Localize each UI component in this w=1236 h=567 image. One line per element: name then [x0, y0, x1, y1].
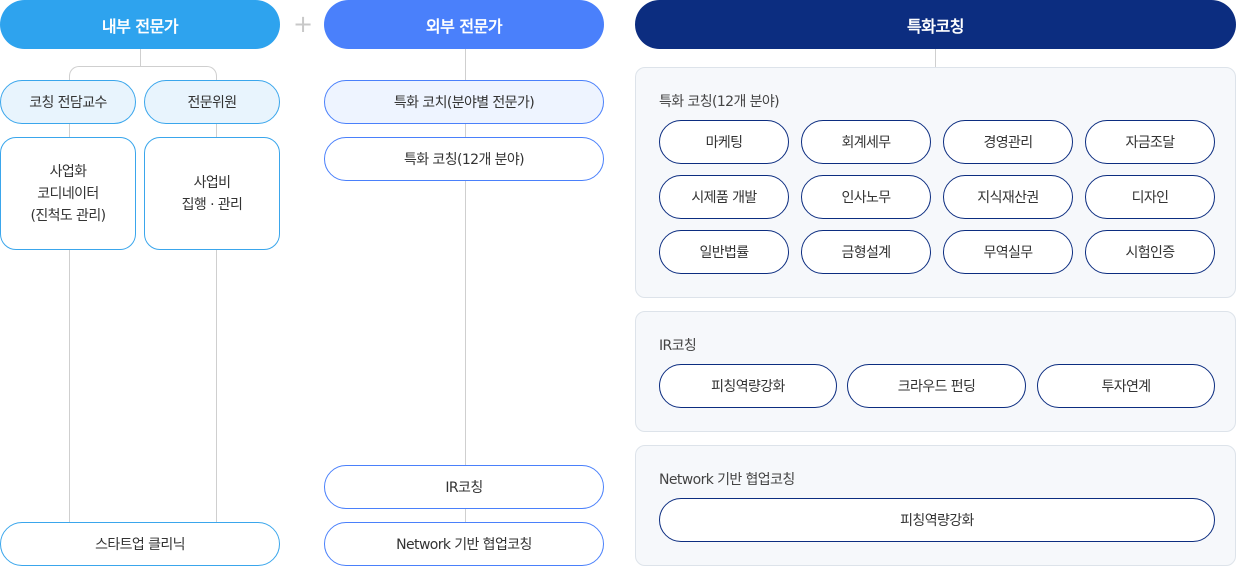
startup-clinic: 스타트업 클리닉 [0, 522, 280, 566]
plus-icon: + [293, 10, 314, 38]
field-pill: 피칭역량강화 [659, 498, 1215, 542]
detail-line: 코디네이터 [37, 185, 99, 202]
field-pill: 지식재산권 [943, 175, 1073, 219]
panel-title: IR코칭 [659, 338, 697, 354]
network-coaching: Network 기반 협업코칭 [324, 522, 604, 566]
field-pill: 금형설계 [801, 230, 931, 274]
role-committee-member: 전문위원 [144, 80, 280, 124]
panel-title: Network 기반 협업코칭 [659, 472, 795, 488]
special-coaching: 특화 코칭(12개 분야) [324, 137, 604, 181]
connector-line [935, 49, 936, 67]
field-pill: 피칭역량강화 [659, 364, 837, 408]
detail-line: 사업비 [193, 174, 231, 191]
special-coaching-header: 특화코칭 [635, 0, 1236, 49]
field-pill: 투자연계 [1037, 364, 1215, 408]
ir-coaching: IR코칭 [324, 465, 604, 509]
field-pill: 시제품 개발 [659, 175, 789, 219]
detail-line: (진척도 관리) [30, 207, 107, 224]
connector-line [216, 124, 217, 522]
field-pill: 일반법률 [659, 230, 789, 274]
field-pill: 인사노무 [801, 175, 931, 219]
field-pill: 마케팅 [659, 120, 789, 164]
field-pill: 시험인증 [1085, 230, 1215, 274]
internal-expert-header: 내부 전문가 [0, 0, 280, 49]
field-pill: 회계세무 [801, 120, 931, 164]
field-pill: 경영관리 [943, 120, 1073, 164]
connector-bracket [69, 66, 217, 82]
connector-line [140, 49, 141, 67]
panel-title: 특화 코칭(12개 분야) [659, 94, 780, 110]
special-coach: 특화 코치(분야별 전문가) [324, 80, 604, 124]
role-coaching-professor: 코칭 전담교수 [0, 80, 136, 124]
field-pill: 자금조달 [1085, 120, 1215, 164]
field-pill: 크라우드 펀딩 [847, 364, 1026, 408]
connector-line [465, 49, 466, 522]
field-pill: 무역실무 [943, 230, 1073, 274]
detail-line: 집행 · 관리 [181, 196, 243, 213]
detail-line: 사업화 [49, 163, 87, 180]
external-expert-header: 외부 전문가 [324, 0, 604, 49]
field-pill: 디자인 [1085, 175, 1215, 219]
connector-line [69, 124, 70, 522]
